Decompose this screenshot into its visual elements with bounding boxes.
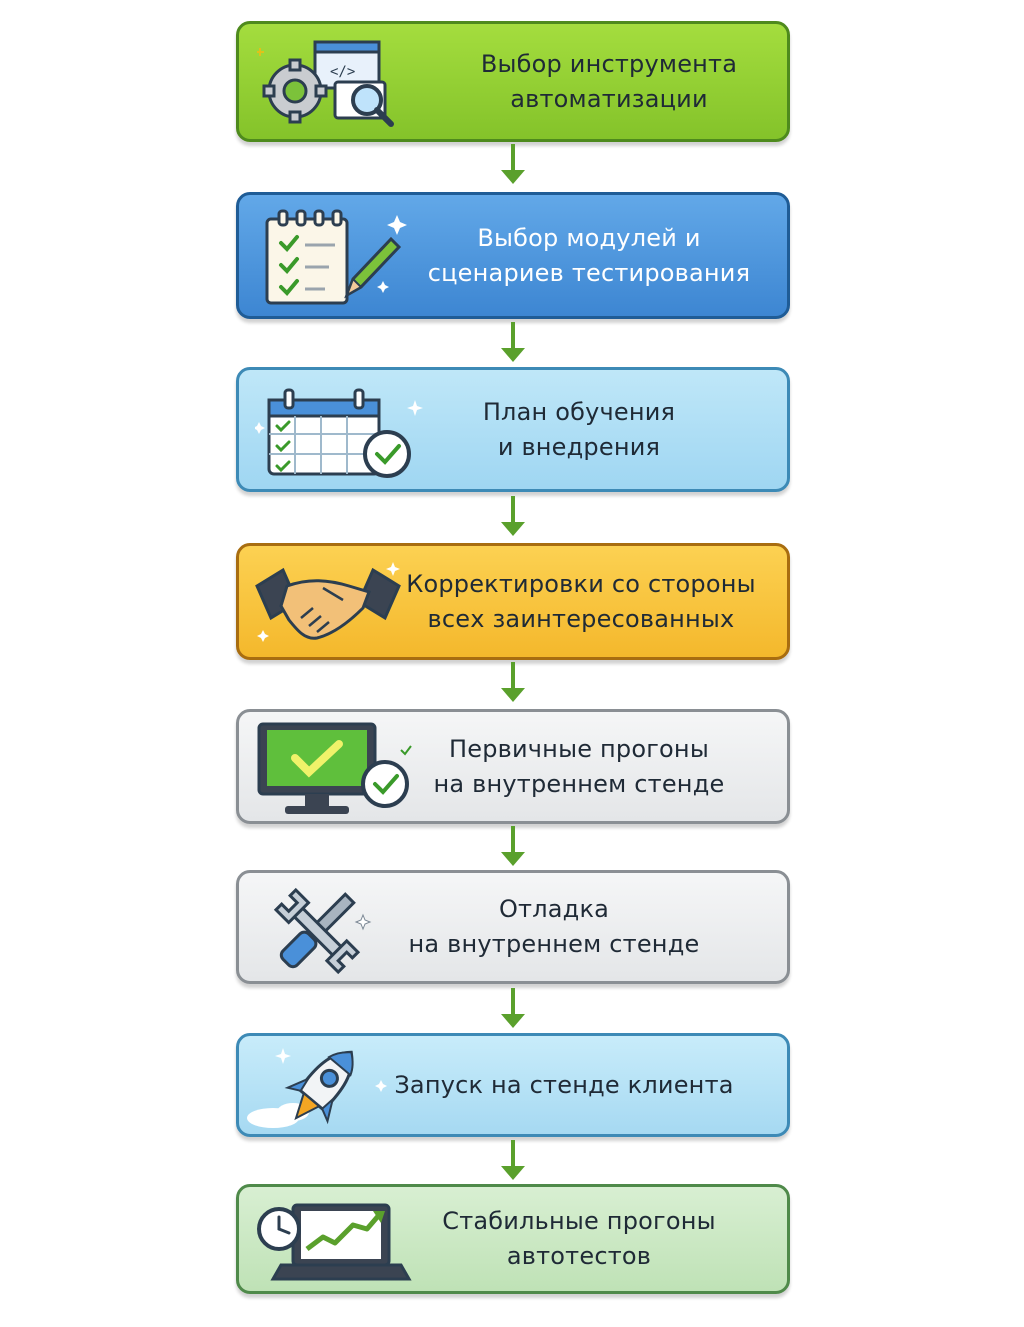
step-1-line-2: автоматизации: [510, 84, 708, 113]
checklist-pencil-icon: [265, 209, 407, 305]
step-2-line-1: Выбор модулей и: [477, 223, 701, 252]
step-3-line-1: План обучения: [482, 397, 676, 426]
step-7-label: Запуск на стенде клиента: [389, 1036, 739, 1134]
step-4-box: Корректировки со стороны всех заинтересо…: [236, 543, 790, 660]
step-8-box: Стабильные прогоны автотестов: [236, 1184, 790, 1294]
step-5-label: Первичные прогоны на внутреннем стенде: [419, 712, 739, 821]
flow-arrow: [501, 496, 525, 536]
step-4-label: Корректировки со стороны всех заинтересо…: [389, 546, 773, 657]
step-4-line-2: всех заинтересованных: [427, 604, 735, 633]
flow-arrow: [501, 826, 525, 866]
step-6-line-1: Отладка: [498, 895, 610, 923]
step-2-label: Выбор модулей и сценариев тестирования: [409, 195, 769, 316]
handshake-icon: [255, 562, 401, 642]
flow-arrow: [501, 1140, 525, 1180]
flow-arrow: [501, 988, 525, 1028]
step-5-line-1: Первичные прогоны: [449, 734, 709, 763]
laptop-growth-chart-icon: [257, 1203, 412, 1281]
step-4-line-1: Корректировки со стороны: [406, 569, 756, 598]
step-3-box: План обучения и внедрения: [236, 367, 790, 492]
step-5-box: Первичные прогоны на внутреннем стенде: [236, 709, 790, 824]
step-3-line-2: и внедрения: [497, 432, 661, 461]
step-7-box: Запуск на стенде клиента: [236, 1033, 790, 1137]
step-8-label: Стабильные прогоны автотестов: [419, 1187, 739, 1291]
step-8-line-2: автотестов: [506, 1242, 652, 1270]
step-2-box: Выбор модулей и сценариев тестирования: [236, 192, 790, 319]
svg-text:</>: </>: [330, 64, 355, 80]
calendar-clock-icon: [255, 388, 423, 478]
tools-icon: [273, 887, 372, 975]
flow-arrow: [501, 144, 525, 184]
step-6-line-2: на внутреннем стенде: [408, 930, 700, 958]
step-3-label: План обучения и внедрения: [429, 370, 729, 489]
step-1-box: </> Выбор инструмента автоматизации: [236, 21, 790, 142]
step-2-line-2: сценариев тестирования: [427, 258, 751, 287]
step-7-line-1: Запуск на стенде клиента: [394, 1070, 734, 1099]
step-6-label: Отладка на внутреннем стенде: [389, 873, 719, 981]
step-5-line-2: на внутреннем стенде: [433, 769, 725, 798]
gears-code-magnifier-icon: </>: [257, 40, 394, 127]
rocket-icon: [247, 1048, 387, 1128]
step-6-box: Отладка на внутреннем стенде: [236, 870, 790, 984]
flow-arrow: [501, 322, 525, 362]
monitor-check-icon: [257, 722, 412, 814]
step-1-label: Выбор инструмента автоматизации: [449, 24, 769, 139]
flow-arrow: [501, 662, 525, 702]
step-1-line-1: Выбор инструмента: [480, 49, 738, 78]
step-8-line-1: Стабильные прогоны: [442, 1207, 716, 1235]
